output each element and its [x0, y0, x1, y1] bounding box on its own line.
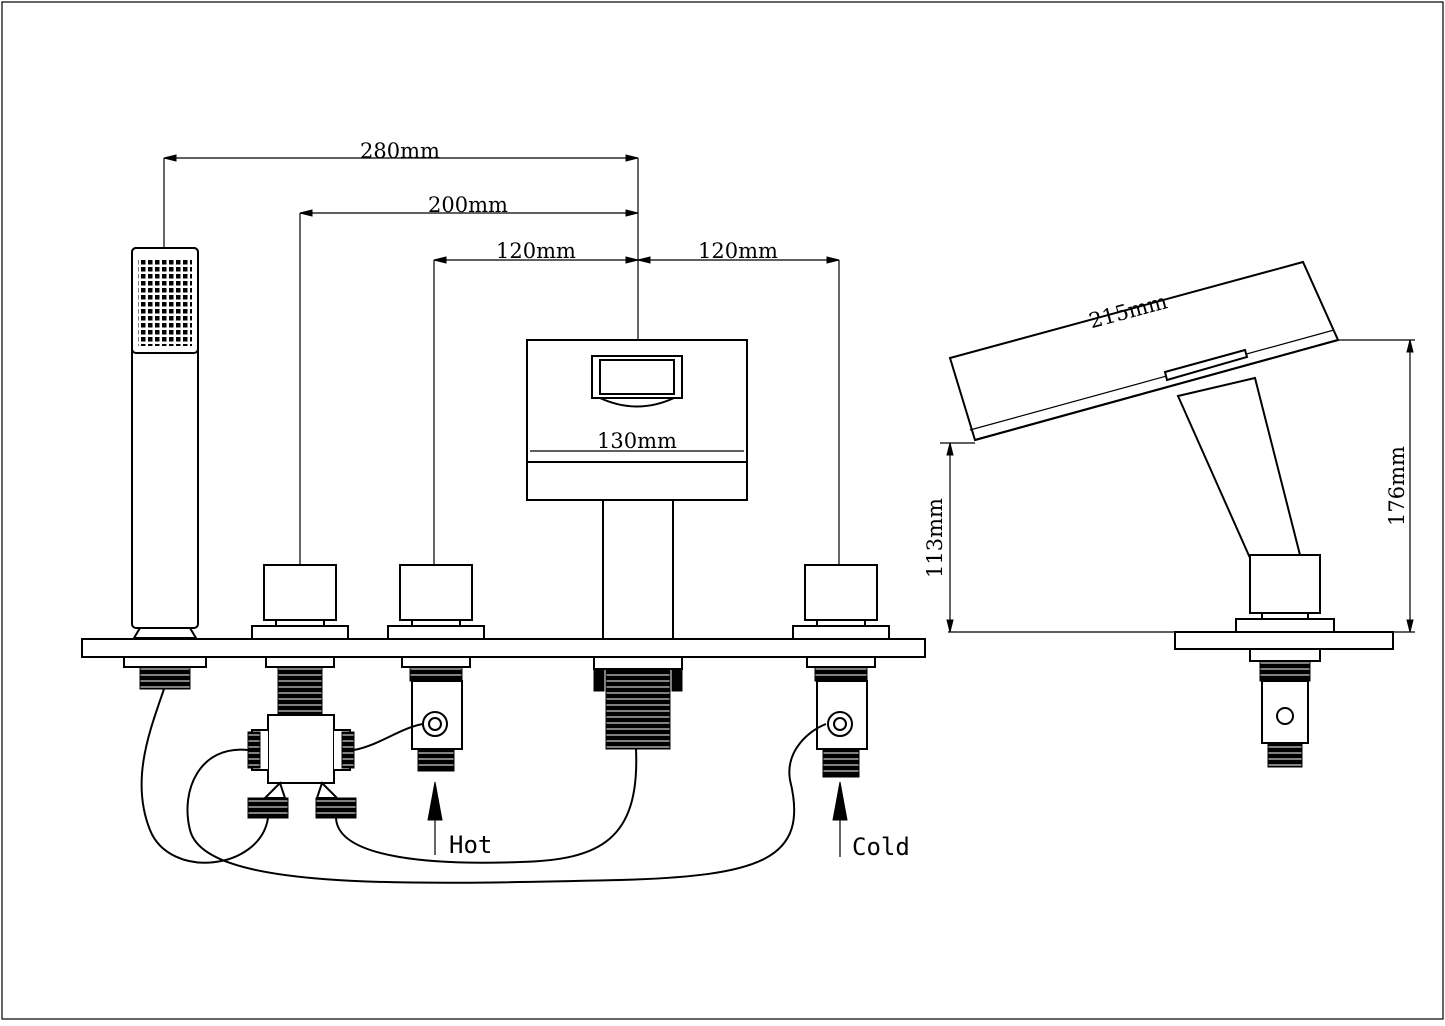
dim-113-label: 113mm: [923, 498, 947, 578]
tilted-neck: [1176, 376, 1302, 560]
tilted-spout-plate: [948, 260, 1340, 442]
dimension-176: 176mm: [1338, 339, 1415, 633]
dimension-280: 280mm: [163, 139, 639, 340]
side-deck-plate: [1174, 631, 1394, 650]
dim-176-label: 176mm: [1385, 446, 1409, 526]
front-view: 280mm 200mm 120mm 120mm: [81, 139, 926, 884]
dim-130-label: 130mm: [597, 429, 677, 453]
cold-arrow: Cold: [832, 781, 910, 861]
dim-120-left-label: 120mm: [496, 239, 576, 263]
deck-plate: [81, 638, 926, 658]
dimension-113: 113mm: [923, 442, 1175, 633]
cold-label: Cold: [852, 833, 910, 861]
diverter-handle: [251, 564, 349, 716]
side-view: 215mm 113mm 1: [923, 260, 1415, 768]
dimension-200: 200mm: [299, 193, 639, 565]
dim-200-label: 200mm: [428, 193, 508, 217]
dim-280-label: 280mm: [360, 139, 440, 163]
hoses: [140, 688, 827, 884]
hot-arrow: Hot: [427, 781, 492, 859]
hand-shower: [123, 247, 207, 690]
cold-handle: [792, 564, 890, 778]
diverter-valve-body: [247, 714, 357, 819]
hot-label: Hot: [449, 831, 492, 859]
dim-120-right-label: 120mm: [698, 239, 778, 263]
dimension-120-right: 120mm: [637, 239, 840, 565]
waterfall-spout: 130mm: [526, 339, 748, 750]
hot-handle: [387, 564, 485, 772]
dimension-120-left: 120mm: [433, 239, 639, 565]
